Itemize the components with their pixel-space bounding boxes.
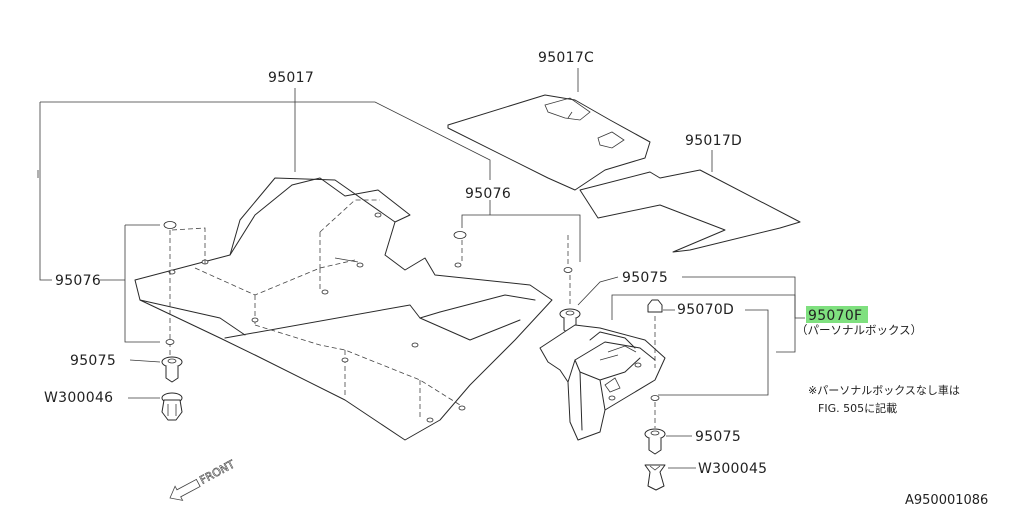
label-95076-left[interactable]: 95076 <box>55 273 101 289</box>
clip-95075-right-bottom[interactable] <box>644 428 666 455</box>
mid-clip-group <box>453 200 581 305</box>
note-line-1: ※パーソナルボックスなし車は <box>808 383 960 397</box>
label-95075-right-bottom[interactable]: 95075 <box>695 429 741 445</box>
label-w300045[interactable]: W300045 <box>698 461 767 477</box>
note-line-2: FIG. 505に記載 <box>818 401 897 415</box>
front-arrow-icon: FRONT <box>169 457 238 501</box>
front-label: FRONT <box>198 458 238 487</box>
leader-95070d <box>658 309 769 396</box>
figure-code: A950001086 <box>905 493 988 508</box>
leader-95017 <box>37 88 491 281</box>
label-95075-right-top[interactable]: 95075 <box>622 270 668 286</box>
mat-95017c[interactable] <box>447 94 651 191</box>
highlight-95070f <box>806 306 868 323</box>
leader-95075-left <box>129 359 161 363</box>
mat-95017d[interactable] <box>579 169 801 253</box>
grommet-95070d[interactable] <box>647 299 663 368</box>
label-95070f[interactable]: 95070F <box>808 308 862 324</box>
label-95017c[interactable]: 95017C <box>538 50 594 66</box>
label-95075-left[interactable]: 95075 <box>70 353 116 369</box>
leader-95070f <box>611 294 805 320</box>
label-95070d[interactable]: 95070D <box>677 302 734 318</box>
grommet-icon[interactable] <box>163 221 177 229</box>
floor-mat-95017[interactable] <box>134 177 553 441</box>
label-95017[interactable]: 95017 <box>268 70 314 86</box>
label-95076-mid[interactable]: 95076 <box>465 186 511 202</box>
label-95070f-sub: （パーソナルボックス） <box>796 323 922 337</box>
grommet-icon[interactable] <box>453 231 467 239</box>
fastener-w300046[interactable] <box>161 392 183 421</box>
left-clip-group <box>100 221 206 360</box>
label-95017d[interactable]: 95017D <box>685 133 742 149</box>
personal-box-95070f[interactable] <box>539 324 666 441</box>
clip-95075-left[interactable] <box>161 356 183 383</box>
label-w300046[interactable]: W300046 <box>44 390 113 406</box>
fastener-w300045[interactable] <box>644 464 666 491</box>
